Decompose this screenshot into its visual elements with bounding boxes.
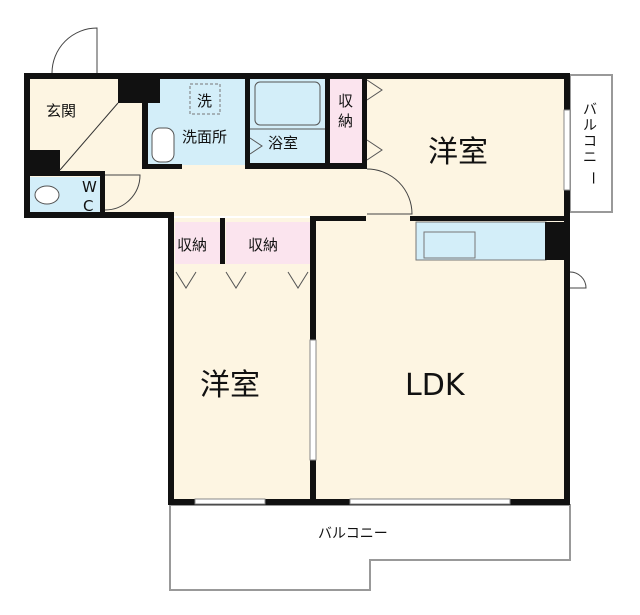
label-ldk: LDK bbox=[405, 368, 466, 403]
label-bathroom: 浴室 bbox=[268, 134, 298, 152]
storage-lower-2-area bbox=[226, 222, 311, 264]
wc-door[interactable] bbox=[104, 174, 141, 211]
balcony-right-char: ー bbox=[584, 171, 600, 185]
windows bbox=[194, 109, 571, 505]
washer-spot bbox=[189, 83, 221, 115]
balcony-right-char: コ bbox=[583, 134, 597, 150]
entrance-door[interactable] bbox=[51, 27, 98, 74]
kitchen-counter bbox=[415, 221, 547, 261]
toilet-icon bbox=[34, 185, 60, 205]
room-upper-door[interactable] bbox=[366, 168, 413, 215]
label-western-room-upper: 洋室 bbox=[428, 135, 488, 170]
label-balcony-right: バ ル コ ニ ー bbox=[583, 102, 600, 185]
label-entrance: 玄関 bbox=[46, 102, 76, 120]
label-storage-lower-1: 収納 bbox=[177, 236, 207, 254]
label-balcony-bottom: バルコニー bbox=[318, 526, 388, 542]
ldk-floor bbox=[316, 218, 566, 502]
balcony-right-char: ル bbox=[583, 118, 597, 134]
sink-icon bbox=[151, 127, 175, 163]
storage-lower-1-area bbox=[175, 222, 220, 264]
entrance-step bbox=[59, 102, 119, 171]
bathtub bbox=[254, 81, 321, 126]
closet-doors bbox=[175, 79, 383, 289]
label-wc-w: W bbox=[82, 178, 97, 196]
label-storage-top-2: 納 bbox=[338, 112, 353, 130]
label-wc-c: C bbox=[83, 197, 93, 215]
balcony-bottom bbox=[169, 504, 571, 591]
room-lower-floor bbox=[172, 218, 316, 502]
room-upper-floor bbox=[366, 78, 566, 218]
label-western-room-lower: 洋室 bbox=[200, 368, 260, 403]
label-storage-top-1: 収 bbox=[338, 92, 353, 110]
kitchen-sink bbox=[423, 231, 476, 259]
balcony-right-char: ニ bbox=[583, 150, 597, 166]
label-storage-lower-2: 収納 bbox=[248, 236, 278, 254]
balcony-right-char: バ bbox=[583, 102, 597, 118]
storage-top-area bbox=[330, 79, 362, 163]
ldk-side-door[interactable] bbox=[569, 271, 587, 289]
label-washroom: 洗面所 bbox=[182, 128, 227, 146]
label-washer: 洗 bbox=[197, 92, 212, 110]
